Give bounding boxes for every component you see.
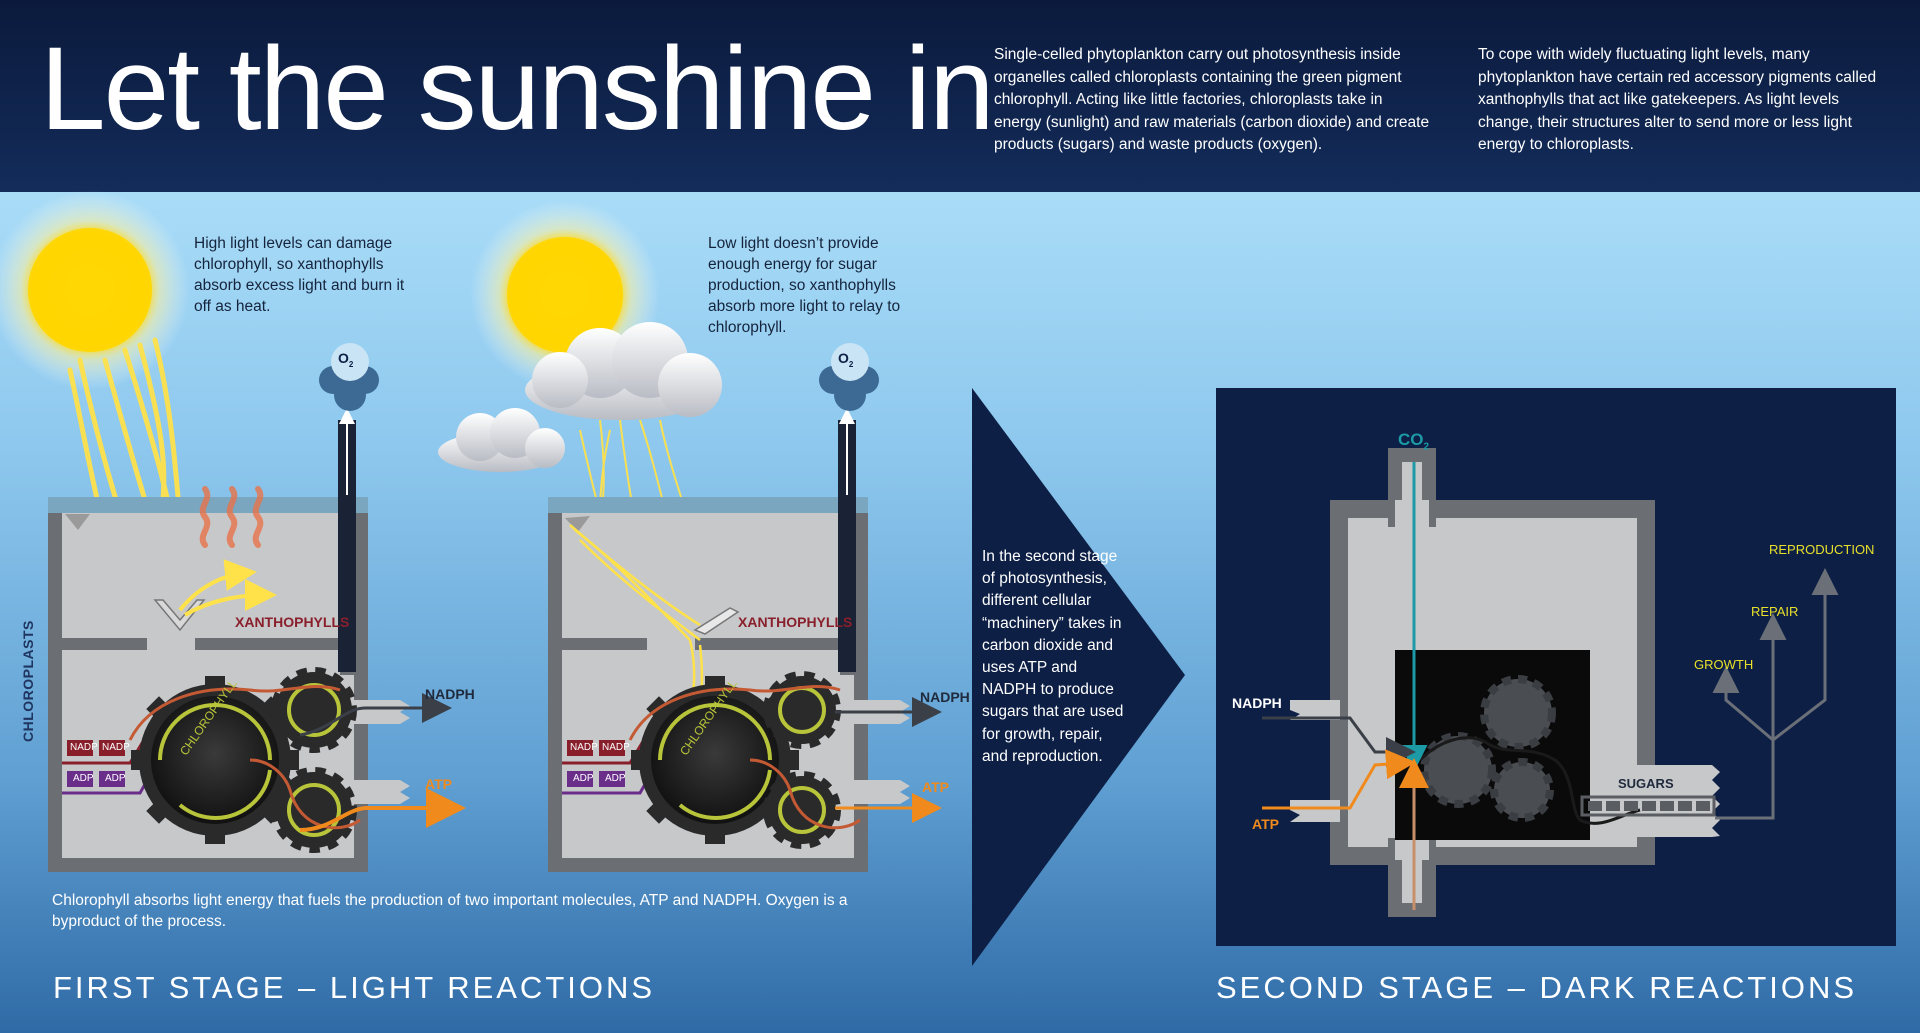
co2-label: CO2 — [1398, 430, 1430, 453]
oxygen-bubble-high — [319, 343, 379, 411]
reproduction-label: REPRODUCTION — [1769, 542, 1875, 557]
page-title: Let the sunshine in — [40, 23, 995, 155]
oxygen-label-low: O2 — [838, 350, 854, 369]
repair-label: REPAIR — [1751, 604, 1799, 619]
nadp-tag-3: NADP — [570, 742, 598, 753]
small-gear-high-top — [271, 667, 357, 753]
low-light-panel — [438, 200, 942, 872]
stage-transition-arrow — [972, 388, 1185, 966]
nadp-tag-1: NADP — [70, 742, 98, 753]
oxygen-bubble-low — [819, 343, 879, 411]
cloud-icon-large — [525, 322, 722, 420]
chloroplasts-label: CHLOROPLASTS — [20, 620, 36, 742]
second-stage-label: SECOND STAGE – DARK REACTIONS — [1216, 970, 1858, 1005]
cloud-icon-small — [438, 408, 565, 472]
machinery-gears-icon — [1420, 675, 1556, 822]
output-branches — [1712, 568, 1839, 820]
high-light-caption: High light levels can damage chlorophyll… — [194, 235, 405, 315]
intro-text-left: Single-celled phytoplankton carry out ph… — [994, 46, 1430, 153]
second-stage-caption: In the second stage of photosynthesis, d… — [982, 548, 1124, 765]
xanthophylls-label-low: XANTHOPHYLLS — [738, 614, 853, 630]
sugars-label: SUGARS — [1618, 776, 1674, 791]
atp-label-low: ATP — [922, 779, 949, 795]
header-band: Let the sunshine in Single-celled phytop… — [0, 0, 1920, 192]
first-stage-caption: Chlorophyll absorbs light energy that fu… — [52, 892, 848, 930]
nadp-tag-4: NADP — [602, 742, 630, 753]
heat-waves-icon — [199, 486, 264, 548]
small-gear-low-bottom — [763, 771, 841, 849]
nadph-label-low: NADPH — [920, 689, 970, 705]
adp-tag-4: ADP — [605, 773, 626, 784]
atp-label-high: ATP — [425, 776, 452, 792]
growth-label: GROWTH — [1694, 657, 1754, 672]
high-light-panel — [0, 190, 466, 872]
first-stage-label: FIRST STAGE – LIGHT REACTIONS — [53, 970, 656, 1005]
xanthophyll-gate-low — [693, 607, 740, 635]
atp-label-dark: ATP — [1252, 816, 1279, 832]
sugar-chain-icon — [1580, 795, 1716, 817]
small-gear-low-top — [763, 671, 841, 749]
xanthophylls-label-high: XANTHOPHYLLS — [235, 614, 350, 630]
adp-tag-1: ADP — [73, 773, 94, 784]
chlorophyll-gear-high — [131, 676, 299, 844]
nadph-label-dark: NADPH — [1232, 695, 1282, 711]
adp-tag-3: ADP — [573, 773, 594, 784]
xanthophyll-gate-high — [65, 514, 206, 632]
low-light-caption: Low light doesn’t provide enough energy … — [708, 235, 901, 336]
nadph-label-high: NADPH — [425, 686, 475, 702]
dark-reactions-panel — [1216, 388, 1896, 946]
oxygen-label-high: O2 — [338, 350, 354, 369]
adp-tag-2: ADP — [105, 773, 126, 784]
nadp-tag-2: NADP — [102, 742, 130, 753]
intro-text-right: To cope with widely fluctuating light le… — [1478, 46, 1877, 153]
